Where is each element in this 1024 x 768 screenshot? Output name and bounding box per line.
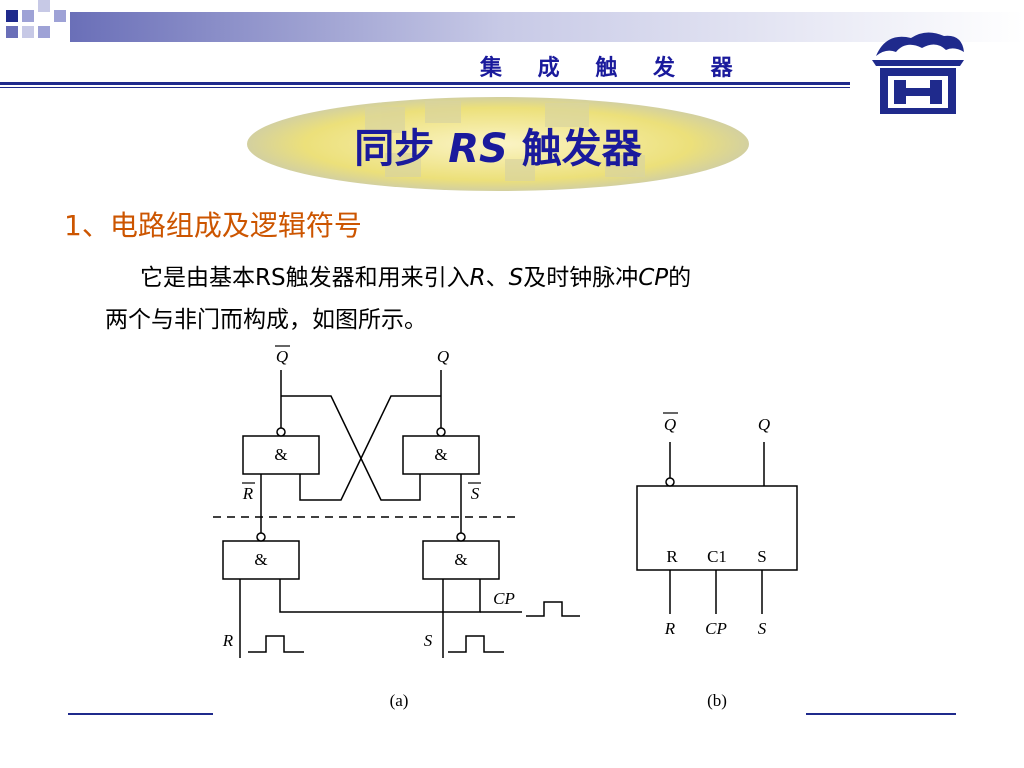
fig-b-in-s: S [758,619,767,638]
paragraph-line-2: 两个与非门而构成，如图所示。 [105,307,427,333]
section-heading-text: 、电路组成及逻辑符号 [81,209,362,242]
fig-b-pin-r: R [666,547,678,566]
university-logo-icon [872,32,964,114]
fig-b-pin-s: S [757,547,766,566]
para-text: 的 [668,265,692,291]
fig-b-q-label: Q [758,415,770,434]
header-divider-thin [0,87,850,88]
slide-title-suffix: 触发器 [507,125,642,172]
para-text: 及时钟脉冲 [523,265,639,291]
fig-b-in-r: R [664,619,676,638]
fig-a-gate1-label: & [274,445,287,464]
header-decoration [6,0,1024,42]
fig-a-q-label: Q [437,347,449,366]
fig-a-s-label: S [424,631,433,650]
slide-title: 同步 RS 触发器 [245,116,751,174]
fig-b-qbar-label: Q [664,415,676,434]
para-text: 触发器和用来引入 [285,265,470,291]
title-banner [247,97,749,191]
paragraph-line-1: 它是由基本RS触发器和用来引入R、S及时钟脉冲CP的 [140,258,691,292]
fig-a-r-label: R [222,631,234,650]
header-divider [0,82,850,85]
para-text: 、 [485,265,509,291]
fig-a-gate2-label: & [434,445,447,464]
slide-title-prefix: 同步 [354,125,449,172]
fig-a-cp-label: CP [493,589,515,608]
para-cp: CP [638,265,669,291]
fig-b-in-cp: CP [705,619,727,638]
circuit-figure: Q Q & & & & R S CP R S (a) Q Q R C1 S R … [213,345,798,710]
fig-a-caption: (a) [390,691,409,710]
fig-a-qbar-label: Q [276,347,288,366]
footer-line-left [68,713,213,715]
slide-title-rs: RS [448,126,508,172]
fig-a-gate4-label: & [454,550,467,569]
fig-a-sbar-label: S [471,484,480,503]
footer-line-right [806,713,956,715]
fig-b-caption: (b) [707,691,727,710]
fig-a-rbar-label: R [242,484,254,503]
fig-b-pin-c1: C1 [707,547,727,566]
section-number: 1 [64,209,82,242]
flipflop-symbol-box [636,485,798,571]
para-r: R [469,265,486,291]
para-s: S [508,265,524,291]
header-title: 集 成 触 发 器 [480,55,747,81]
para-rs: RS [255,265,286,291]
para-text: 它是由基本 [140,265,255,291]
fig-a-gate3-label: & [254,550,267,569]
section-heading: 1、电路组成及逻辑符号 [64,204,362,244]
